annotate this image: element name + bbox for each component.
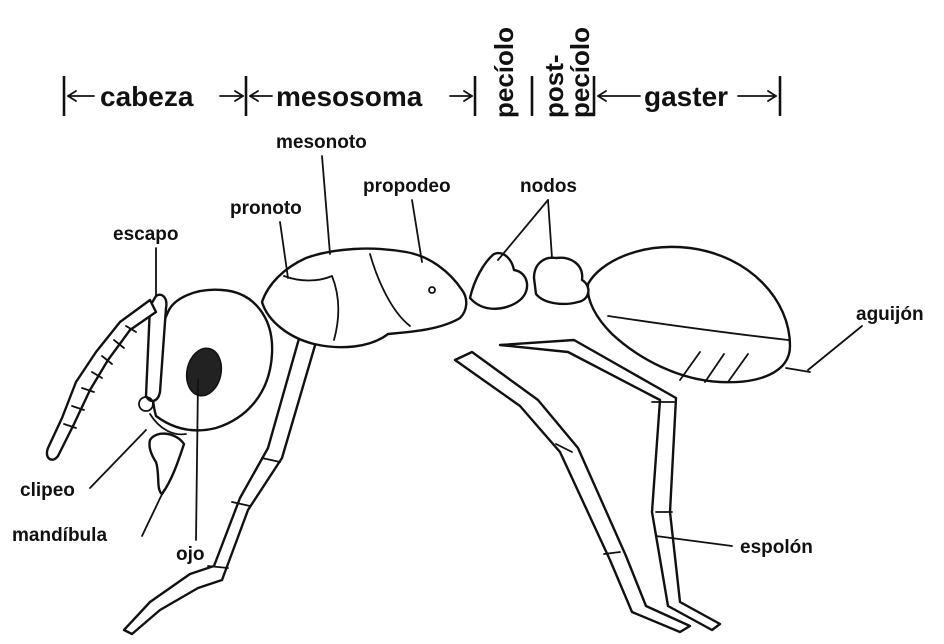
segment-header: cabeza mesosoma gaster pecíolo post- pec… xyxy=(64,27,780,118)
mesosoma xyxy=(262,249,466,348)
segment-label-mesosoma: mesosoma xyxy=(276,81,423,112)
label-ojo: ojo xyxy=(176,544,205,565)
leader-aguijon xyxy=(808,326,862,370)
leader-clipeo xyxy=(90,430,146,488)
leader-nodos-1 xyxy=(498,200,548,260)
gaster xyxy=(588,247,790,382)
postpetiole-node xyxy=(534,258,588,304)
segment-label-peciolo: pecíolo xyxy=(489,27,519,118)
hind-leg xyxy=(500,340,720,630)
mandible-shape xyxy=(149,434,184,494)
petiole-node xyxy=(470,253,527,309)
label-mesonoto: mesonoto xyxy=(276,132,367,153)
sting xyxy=(786,368,810,372)
segment-label-postpeciolo-line2: pecíolo xyxy=(565,27,595,118)
leader-mesonoto xyxy=(322,156,330,254)
leader-nodos-2 xyxy=(548,200,552,258)
segment-label-gaster: gaster xyxy=(644,81,728,112)
label-espolon: espolón xyxy=(740,537,813,558)
label-nodos: nodos xyxy=(520,176,577,197)
leader-mandibula xyxy=(142,490,164,536)
label-mandibula: mandíbula xyxy=(12,525,107,546)
label-propodeo: propodeo xyxy=(363,176,451,197)
label-aguijon: aguijón xyxy=(856,304,924,325)
antenna-socket xyxy=(139,397,153,411)
label-escapo: escapo xyxy=(113,224,178,245)
leader-pronoto xyxy=(280,222,288,278)
label-pronoto: pronoto xyxy=(230,198,302,219)
ant-illustration xyxy=(47,247,810,634)
label-clipeo: clipeo xyxy=(20,480,75,501)
segment-label-cabeza: cabeza xyxy=(100,81,194,112)
